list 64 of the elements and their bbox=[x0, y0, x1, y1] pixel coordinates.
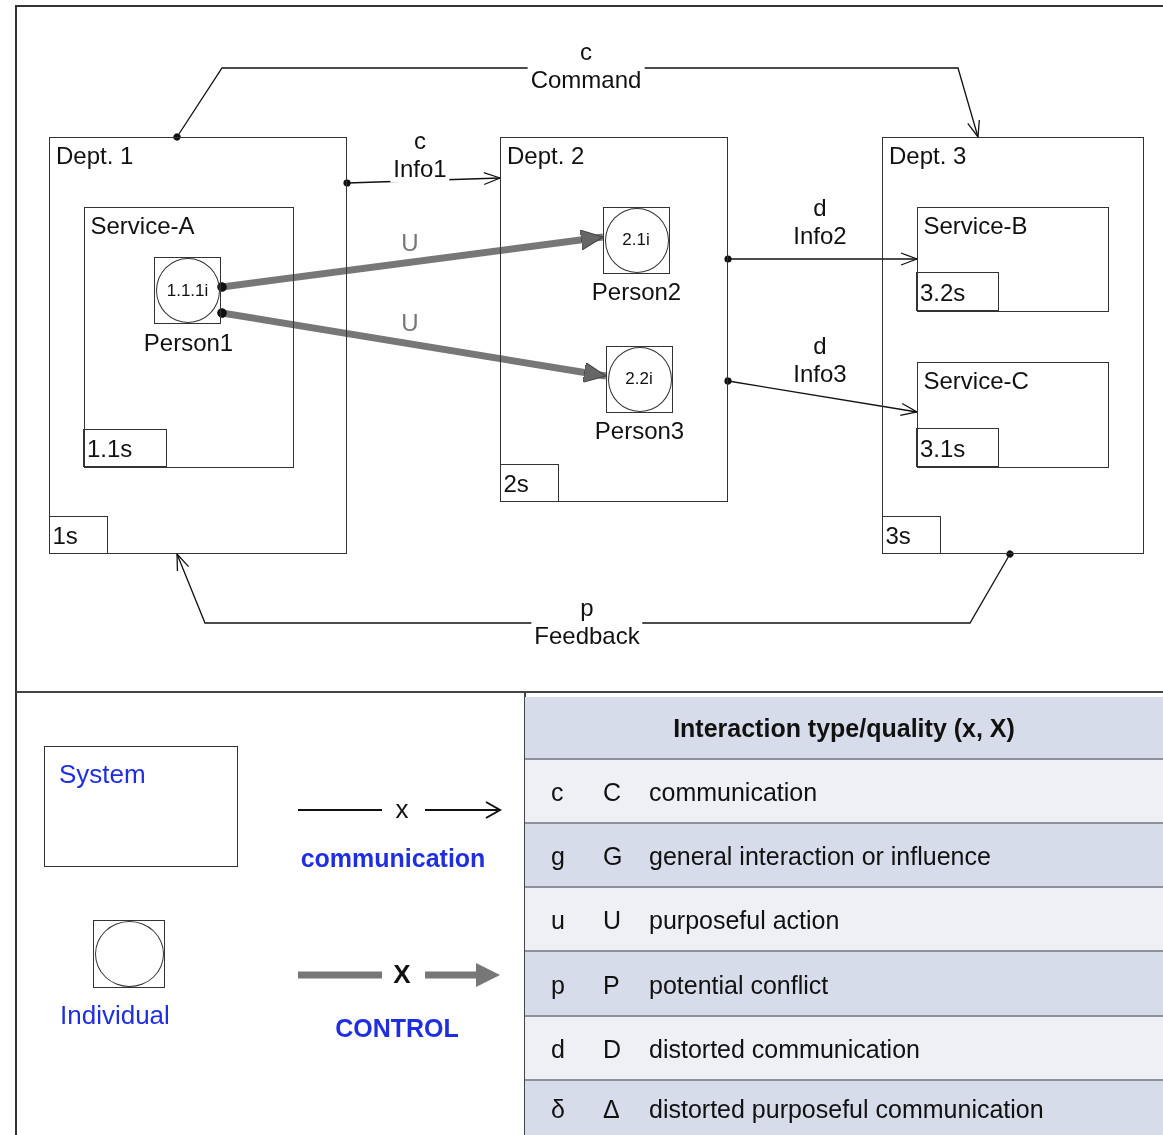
id-label: 2s bbox=[503, 471, 529, 496]
person-label: Individual bbox=[60, 1002, 170, 1028]
interaction-symbol: u bbox=[551, 907, 565, 933]
id-box bbox=[916, 428, 999, 467]
box-title: Service-B bbox=[923, 213, 1028, 238]
line-symbol: X bbox=[393, 961, 411, 987]
interaction-description: general interaction or influence bbox=[649, 843, 991, 869]
legend-label: communication bbox=[300, 846, 486, 871]
id-box bbox=[881, 515, 941, 554]
interaction-symbol: Δ bbox=[603, 1096, 620, 1122]
id-label: 1.1.1i bbox=[165, 281, 210, 299]
system-box bbox=[916, 206, 1109, 312]
arrow bbox=[724, 252, 918, 266]
person-label: Person1 bbox=[143, 331, 234, 355]
id-label: 2.1i bbox=[621, 231, 651, 248]
interaction-symbol: D bbox=[603, 1036, 622, 1062]
individual-symbol bbox=[605, 345, 673, 413]
interaction-symbol: c bbox=[551, 779, 564, 805]
interaction-symbol: d bbox=[551, 1036, 565, 1062]
legend-label: CONTROL bbox=[335, 1016, 459, 1041]
box-title: Dept. 2 bbox=[507, 144, 585, 168]
system-box bbox=[44, 746, 238, 867]
system-box bbox=[916, 361, 1109, 468]
id-box bbox=[916, 272, 999, 311]
individual-symbol bbox=[93, 920, 165, 988]
interaction-symbol: U bbox=[603, 907, 622, 933]
table-header-text: Interaction type/quality (x, X) bbox=[673, 715, 1015, 740]
interaction-symbol: P bbox=[603, 972, 620, 997]
interaction-symbol: G bbox=[603, 843, 623, 869]
arrow bbox=[724, 377, 918, 416]
interaction-description: communication bbox=[649, 779, 818, 805]
box-title: System bbox=[59, 761, 146, 787]
id-label: 2.2i bbox=[624, 370, 654, 387]
person-label: Person2 bbox=[591, 280, 682, 304]
box-title: Dept. 3 bbox=[889, 144, 967, 168]
system-box bbox=[83, 206, 294, 468]
interaction-description: distorted communication bbox=[649, 1036, 920, 1062]
interaction-description: purposeful action bbox=[649, 907, 840, 933]
interaction-symbol: g bbox=[551, 843, 565, 869]
id-box bbox=[48, 515, 108, 554]
interaction-symbol: p bbox=[551, 972, 565, 997]
id-label: 1.1s bbox=[87, 437, 133, 461]
id-label: 3s bbox=[885, 523, 911, 548]
id-label: 1s bbox=[52, 523, 78, 548]
id-label: 3.2s bbox=[920, 280, 966, 305]
arrow bbox=[217, 308, 607, 383]
interaction-description: distorted purposeful communication bbox=[649, 1096, 1044, 1122]
line-symbol: x bbox=[395, 796, 409, 822]
id-box bbox=[83, 429, 167, 467]
system-box bbox=[49, 137, 347, 554]
box-title: Service-C bbox=[923, 368, 1029, 393]
interaction-symbol: C bbox=[603, 779, 622, 805]
system-box bbox=[882, 137, 1144, 554]
id-label: 3.1s bbox=[920, 436, 966, 461]
individual-symbol bbox=[602, 206, 670, 274]
interaction-description: potential conflict bbox=[649, 972, 829, 997]
person-label: Person3 bbox=[594, 419, 685, 443]
interaction-symbol: δ bbox=[551, 1096, 565, 1122]
box-title: Service-A bbox=[90, 213, 195, 238]
individual-symbol bbox=[154, 257, 221, 324]
system-box bbox=[500, 137, 728, 502]
box-title: Dept. 1 bbox=[56, 144, 134, 168]
arrow bbox=[217, 229, 604, 292]
id-box bbox=[499, 463, 559, 502]
